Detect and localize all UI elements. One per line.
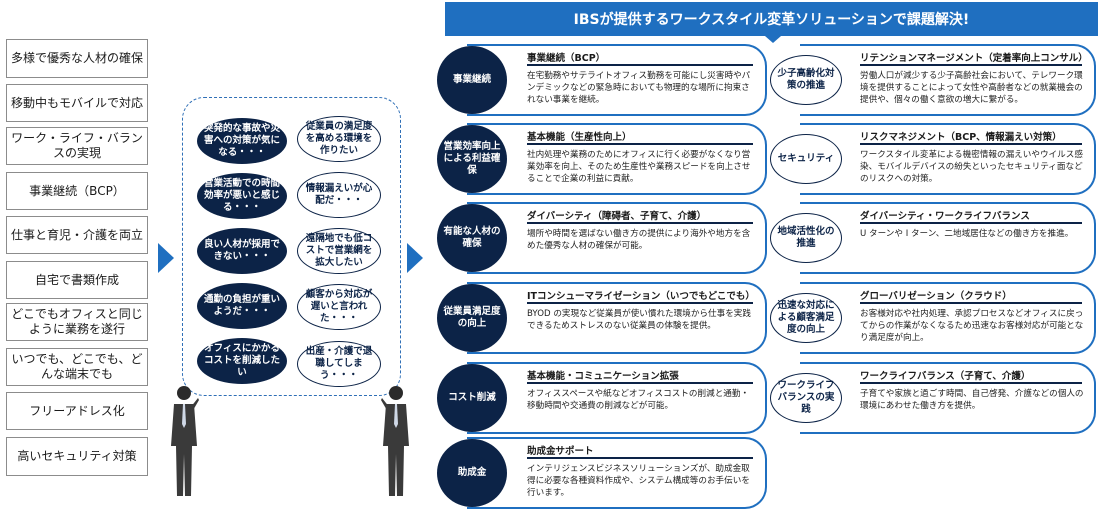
card-badge: 有能な人材の確保 (437, 204, 507, 272)
need-item: ワーク・ライフ・バランスの実現 (6, 127, 148, 165)
card-title: ワークライフバランス（子育て、介護） (860, 371, 1031, 382)
card-body: インテリジェンスビジネスソリューションズが、助成金取得に必要な各種資料作成や、シ… (527, 464, 750, 498)
concern-bubble: 出産・介護で退職してしまう・・・ (297, 341, 381, 387)
need-item: 自宅で書類作成 (6, 261, 148, 299)
card-title: リテンションマネージメント（定着率向上コンサル） (860, 53, 1088, 64)
card-badge: 迅速な対応による顧客満足度の向上 (770, 293, 842, 343)
card-title: 事業継続（BCP） (527, 53, 606, 64)
concern-bubble: 良い人材が採用できない・・・ (197, 228, 287, 274)
card-badge: コスト削減 (437, 364, 507, 432)
need-item: 高いセキュリティ対策 (6, 437, 148, 476)
solution-card: 迅速な対応による顧客満足度の向上 グローバリゼーション（クラウド） お客様対応や… (770, 282, 1096, 354)
card-title: リスクマネジメント（BCP、情報漏えい対策） (860, 132, 1062, 143)
need-item: フリーアドレス化 (6, 392, 148, 430)
solution-card: 地域活性化の推進 ダイバーシティ・ワークライフバランス U ターンや I ターン… (770, 202, 1096, 274)
need-item: 移動中もモバイルで対応 (6, 84, 148, 122)
card-badge: 営業効率向上による利益確保 (437, 125, 507, 193)
concern-bubble: 突発的な事故や災害への対策が気になる・・・ (197, 118, 287, 164)
need-item: どこでもオフィスと同じように業務を遂行 (6, 303, 148, 341)
businessman-icon (381, 386, 409, 496)
card-body: お客様対応や社内処理、承認プロセスなどオフィスに戻ってからの作業がなくなるため迅… (860, 309, 1084, 343)
card-body: 労働人口が減少する少子高齢社会において、テレワーク環境を提供することによって女性… (860, 71, 1083, 105)
card-title: ダイバーシティ（障碍者、子育て、介護） (527, 211, 707, 222)
card-body: ワークスタイル変革による機密情報の漏えいやウイルス感染、モバイルデバイスの紛失と… (860, 150, 1083, 184)
concern-bubble: 情報漏えいが心配だ・・・ (297, 172, 381, 218)
concern-bubble: オフィスにかかるコストを削減したい (197, 338, 287, 384)
banner-pointer (765, 36, 781, 43)
card-title: グローバリゼーション（クラウド） (860, 291, 1012, 302)
concern-bubble: 遠隔地でも低コストで営業網を拡大したい (297, 228, 381, 274)
solution-card: 助成金 助成金サポート インテリジェンスビジネスソリューションズが、助成金取得に… (437, 437, 767, 509)
concern-bubble: 通勤の負担が重いようだ・・・ (197, 283, 287, 329)
concern-bubble: 従業員の満足度を高める環境を作りたい (297, 116, 381, 162)
card-body: BYOD の実現など従業員が使い慣れた環境から仕事を実践できるためストレスのない… (527, 309, 751, 331)
card-body: 在宅勤務やサテライトオフィス勤務を可能にし災害時やパンデミックなどの緊急時におい… (527, 71, 751, 105)
card-badge: セキュリティ (770, 134, 842, 184)
concern-bubble: 顧客から対応が遅いと言われた・・・ (297, 284, 381, 330)
need-item: いつでも、どこでも、どんな端末でも (6, 348, 148, 386)
solution-card: ワークライフバランスの実践 ワークライフバランス（子育て、介護） 子育てや家族と… (770, 362, 1096, 434)
concerns-area (182, 97, 401, 396)
solution-card: 少子高齢化対策の推進 リテンションマネージメント（定着率向上コンサル） 労働人口… (770, 44, 1096, 116)
card-badge: 地域活性化の推進 (770, 213, 842, 263)
need-item: 事業継続（BCP） (6, 172, 148, 210)
solution-card: 従業員満足度の向上 ITコンシューマライゼーション（いつでもどこでも） BYOD… (437, 282, 767, 354)
card-title: 助成金サポート (527, 446, 594, 457)
card-title: 基本機能（生産性向上） (527, 132, 632, 143)
card-badge: ワークライフバランスの実践 (770, 373, 842, 423)
card-body: 子育てや家族と過ごす時間、自己啓発、介護などの個人の環境にあわせた働き方を提供。 (860, 389, 1084, 411)
card-title: ITコンシューマライゼーション（いつでもどこでも） (527, 291, 755, 302)
card-body: 社内処理や業務のためにオフィスに行く必要がなくなり営業効率を向上、そのため生産性… (527, 150, 751, 184)
card-body: U ターンや I ターン、二地域居住などの働き方を推進。 (860, 229, 1074, 239)
card-body: オフィススペースや紙などオフィスコストの削減と通勤・移動時間や交通費の削減などが… (527, 389, 750, 411)
card-title: ダイバーシティ・ワークライフバランス (860, 211, 1030, 222)
right-arrow-icon (407, 243, 423, 273)
businessman-icon (171, 386, 199, 496)
right-arrow-icon (158, 243, 174, 273)
solution-card: セキュリティ リスクマネジメント（BCP、情報漏えい対策） ワークスタイル変革に… (770, 123, 1096, 195)
solution-banner: IBSが提供するワークスタイル変革ソリューションで課題解決! (445, 2, 1098, 36)
need-item: 多様で優秀な人材の確保 (6, 39, 148, 78)
need-item: 仕事と育児・介護を両立 (6, 216, 148, 254)
card-badge: 少子高齢化対策の推進 (770, 55, 842, 105)
card-title: 基本機能・コミュニケーション拡張 (527, 371, 679, 382)
solution-card: 営業効率向上による利益確保 基本機能（生産性向上） 社内処理や業務のためにオフィ… (437, 123, 767, 195)
card-badge: 従業員満足度の向上 (437, 284, 507, 352)
solution-card: コスト削減 基本機能・コミュニケーション拡張 オフィススペースや紙などオフィスコ… (437, 362, 767, 434)
concern-bubble: 営業活動での時間効率が悪いと感じる・・・ (197, 173, 287, 219)
solution-card: 有能な人材の確保 ダイバーシティ（障碍者、子育て、介護） 場所や時間を選ばない働… (437, 202, 767, 274)
card-badge: 助成金 (437, 439, 507, 507)
card-badge: 事業継続 (437, 46, 507, 114)
card-body: 場所や時間を選ばない働き方の提供により海外や地方を含めた優秀な人材の確保が可能。 (527, 229, 751, 251)
solution-card: 事業継続 事業継続（BCP） 在宅勤務やサテライトオフィス勤務を可能にし災害時や… (437, 44, 767, 116)
